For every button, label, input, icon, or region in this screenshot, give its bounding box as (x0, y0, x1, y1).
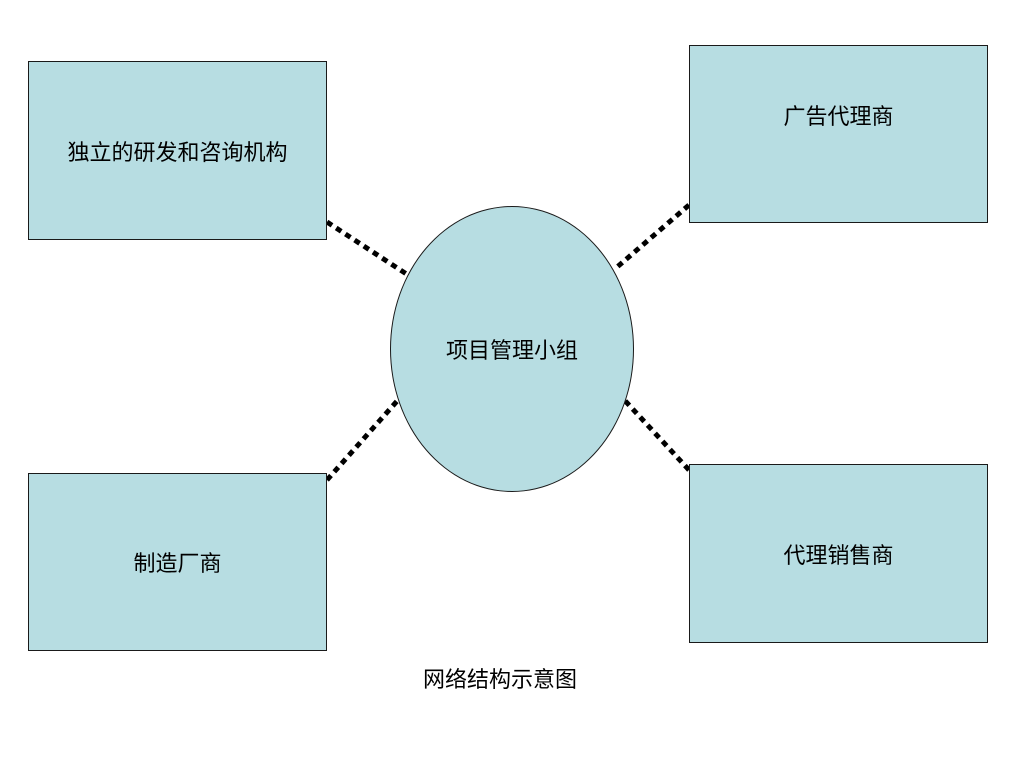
node-rd-consulting-label: 独立的研发和咨询机构 (67, 140, 288, 166)
node-rd-consulting: 独立的研发和咨询机构 (28, 61, 327, 240)
node-sales-agent-label: 代理销售商 (783, 543, 894, 569)
connector-rd (325, 219, 410, 278)
node-manufacturer: 制造厂商 (28, 473, 327, 651)
node-manufacturer-label: 制造厂商 (133, 552, 222, 577)
node-sales-agent: 代理销售商 (689, 464, 988, 643)
connector-mfg (325, 398, 400, 482)
connector-ad (614, 203, 691, 270)
connector-sales (615, 390, 691, 472)
node-ad-agency: 广告代理商 (689, 45, 988, 223)
node-ad-agency-label: 广告代理商 (783, 105, 894, 130)
diagram-caption: 网络结构示意图 (422, 668, 577, 693)
node-project-team-label: 项目管理小组 (445, 339, 578, 364)
node-project-team: 项目管理小组 (390, 206, 634, 492)
